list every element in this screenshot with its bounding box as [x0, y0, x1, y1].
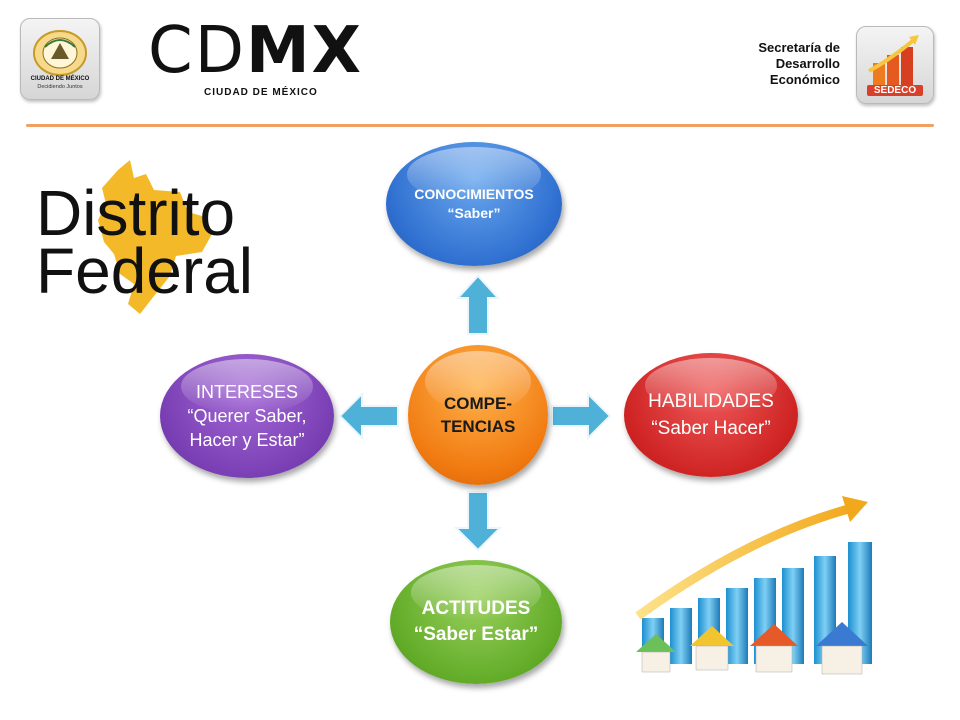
secretaria-line-3: Económico — [769, 72, 840, 87]
secretaria-label: Secretaría de Desarrollo Económico — [700, 40, 840, 88]
actitudes-subtitle: “Saber Estar” — [413, 624, 539, 645]
conocimientos-title: CONOCIMIENTOS — [414, 186, 534, 202]
df-map-icon — [98, 160, 212, 314]
arrow-right-icon — [551, 391, 612, 441]
habilidades-node: HABILIDADES “Saber Hacer” — [624, 353, 798, 477]
competencias-line-1: COMPE- — [444, 394, 512, 413]
intereses-subtitle-1: “Querer Saber, — [187, 406, 307, 426]
competencias-node: COMPE- TENCIAS — [408, 345, 548, 485]
arrow-down-icon — [453, 491, 503, 552]
cdmx-logo-motto: Decidiendo Juntos — [37, 84, 83, 90]
cdmx-word-bold: MX — [245, 14, 363, 88]
title-line-2: Federal — [36, 235, 253, 307]
habilidades-subtitle: “Saber Hacer” — [651, 418, 771, 439]
conocimientos-subtitle: “Saber” — [447, 205, 501, 221]
sedeco-logo: SEDECO — [856, 26, 934, 104]
actitudes-node: ACTITUDES “Saber Estar” — [390, 560, 562, 684]
cdmx-seal-logo: CIUDAD DE MÉXICO Decidiendo Juntos — [20, 18, 100, 100]
actitudes-title: ACTITUDES — [421, 598, 531, 619]
cdmx-word-thin: CD — [148, 14, 246, 88]
secretaria-line-1: Secretaría de — [758, 40, 840, 55]
title-line-1: Distrito — [36, 177, 236, 249]
intereses-node: INTERESES “Querer Saber, Hacer y Estar” — [160, 354, 334, 478]
cdmx-subtitle: CIUDAD DE MÉXICO — [204, 87, 318, 98]
growth-chart-icon — [635, 496, 872, 675]
secretaria-line-2: Desarrollo — [775, 56, 840, 71]
conocimientos-node: CONOCIMIENTOS “Saber” — [386, 142, 562, 266]
sedeco-label: SEDECO — [867, 85, 923, 96]
header-divider — [26, 124, 934, 127]
cdmx-wordmark: CDMX — [148, 14, 363, 88]
arrow-left-icon — [338, 391, 399, 441]
competencias-line-2: TENCIAS — [440, 417, 516, 436]
cdmx-seal-icon — [33, 30, 87, 76]
intereses-title: INTERESES — [195, 382, 299, 402]
arrow-up-icon — [455, 274, 501, 335]
sedeco-icon — [868, 35, 919, 85]
page-title: Distrito Federal — [36, 177, 253, 307]
habilidades-title: HABILIDADES — [648, 391, 774, 412]
cdmx-logo-text: CIUDAD DE MÉXICO — [30, 76, 90, 82]
intereses-subtitle-2: Hacer y Estar” — [189, 430, 305, 450]
